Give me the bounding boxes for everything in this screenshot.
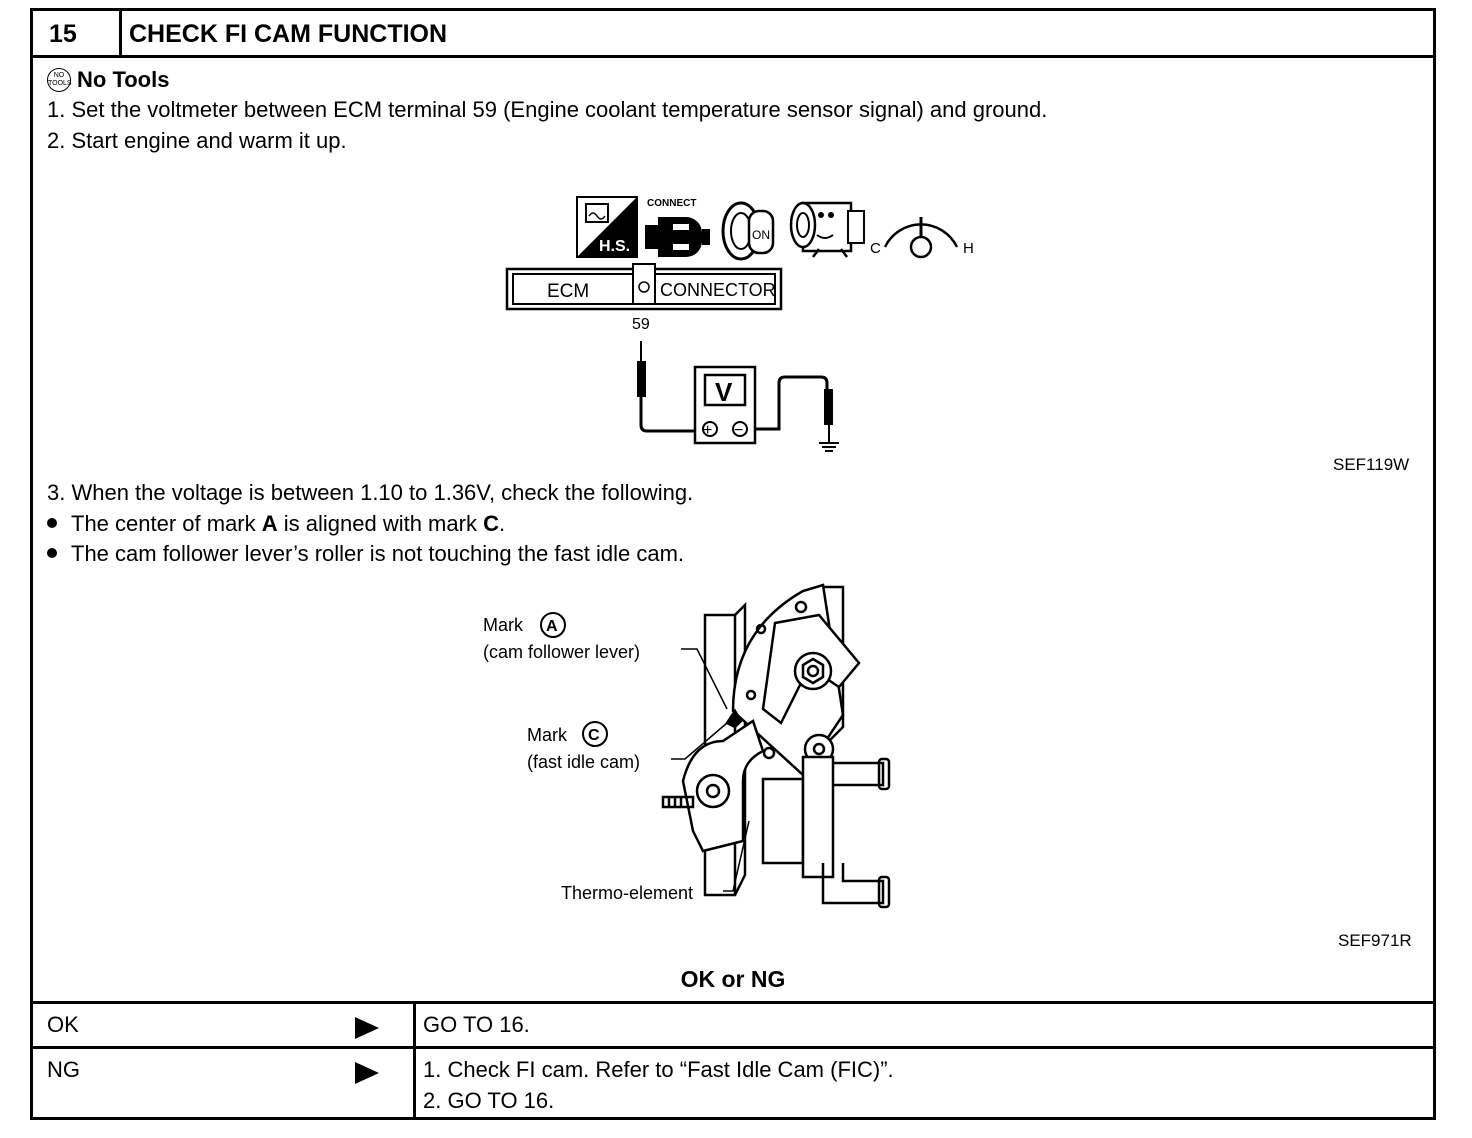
- step-title: CHECK FI CAM FUNCTION: [129, 20, 448, 48]
- step-header: 15 CHECK FI CAM FUNCTION: [33, 11, 1433, 58]
- mark-c-word: Mark: [527, 725, 568, 745]
- on-label: ON: [752, 228, 770, 242]
- ecm-connector: ECM CONNECTOR 59: [505, 263, 783, 333]
- mark-c-description: (fast idle cam): [527, 752, 640, 772]
- result-row-ng: NG 1. Check FI cam. Refer to “Fast Idle …: [33, 1046, 1433, 1117]
- result-label-ok: OK: [47, 1012, 79, 1037]
- step-2-text: 2. Start engine and warm it up.: [47, 128, 347, 153]
- terminal-number: 59: [632, 316, 650, 333]
- gauge-h-label: H: [963, 240, 974, 257]
- minus-terminal: −: [734, 422, 743, 439]
- callout-leaders: [671, 648, 750, 892]
- bullet-1-text-a: The center of mark: [71, 511, 262, 536]
- result-label-ng: NG: [47, 1057, 80, 1082]
- procedure-frame: 15 CHECK FI CAM FUNCTION NO TOOLS No Too…: [30, 8, 1436, 1120]
- voltmeter: V + −: [693, 365, 757, 445]
- result-action-ok: GO TO 16.: [423, 1012, 530, 1037]
- bullet-1: The center of mark A is aligned with mar…: [47, 511, 505, 537]
- table-column-divider: [413, 1001, 416, 1117]
- hs-label: H.S.: [599, 238, 630, 255]
- no-tools-row: NO TOOLS No Tools: [47, 67, 169, 93]
- step-number: 15: [49, 20, 77, 48]
- result-row-ok: OK GO TO 16.: [33, 1001, 1433, 1049]
- connect-label: CONNECT: [647, 198, 696, 209]
- header-divider: [119, 11, 122, 55]
- figure-1-code: SEF119W: [1333, 455, 1409, 474]
- mark-a-description: (cam follower lever): [483, 642, 640, 662]
- step-3-text: 3. When the voltage is between 1.10 to 1…: [47, 480, 694, 505]
- plus-terminal: +: [703, 422, 712, 439]
- ecm-label: ECM: [547, 281, 589, 302]
- temperature-gauge-icon: C H: [870, 217, 974, 259]
- hot-soak-icon: H.S.: [576, 196, 638, 258]
- ng-action-2: 2. GO TO 16.: [423, 1088, 555, 1113]
- bullet-2: The cam follower lever’s roller is not t…: [47, 541, 684, 567]
- mark-a-letter: A: [546, 618, 558, 635]
- figure-2-code: SEF971R: [1338, 931, 1412, 950]
- positive-probe: [637, 341, 697, 433]
- mark-c-letter: C: [588, 727, 600, 744]
- bullet-1-text-b: is aligned with mark: [277, 511, 484, 536]
- bullet-dot: [47, 548, 57, 559]
- bullet-2-text: The cam follower lever’s roller is not t…: [71, 541, 685, 566]
- connector-label: CONNECTOR: [660, 280, 776, 300]
- mark-a-word: Mark: [483, 615, 524, 635]
- connect-icon: CONNECT: [645, 198, 710, 257]
- mark-c-ref: C: [483, 511, 499, 536]
- gauge-c-label: C: [870, 240, 881, 257]
- step-1-text: 1. Set the voltmeter between ECM termina…: [47, 97, 1048, 122]
- ok-or-ng-heading: OK or NG: [680, 966, 786, 992]
- thermo-element-label: Thermo-element: [561, 883, 693, 903]
- ground-probe: [755, 375, 839, 452]
- figure-voltmeter-diagram: H.S. CONNECT ON: [505, 196, 1409, 474]
- mark-a-ref: A: [261, 511, 278, 536]
- result-action-ng: 1. Check FI cam. Refer to “Fast Idle Cam…: [423, 1054, 894, 1116]
- no-tools-label: No Tools: [77, 67, 170, 92]
- bullet-dot: [47, 518, 57, 529]
- fi-cam-mechanism: [661, 583, 891, 909]
- ng-action-1: 1. Check FI cam. Refer to “Fast Idle Cam…: [423, 1057, 894, 1082]
- no-tools-icon: NO TOOLS: [47, 68, 72, 92]
- ignition-key-icon: ON: [721, 201, 775, 261]
- voltmeter-label: V: [715, 377, 733, 407]
- arrow-right-icon: [355, 1062, 379, 1084]
- arrow-right-icon: [355, 1017, 379, 1039]
- figure-fi-cam-illustration: Mark A (cam follower lever) Mark C (fast…: [483, 583, 1412, 950]
- bullet-1-text-c: .: [498, 511, 506, 536]
- engine-running-icon: [789, 201, 865, 258]
